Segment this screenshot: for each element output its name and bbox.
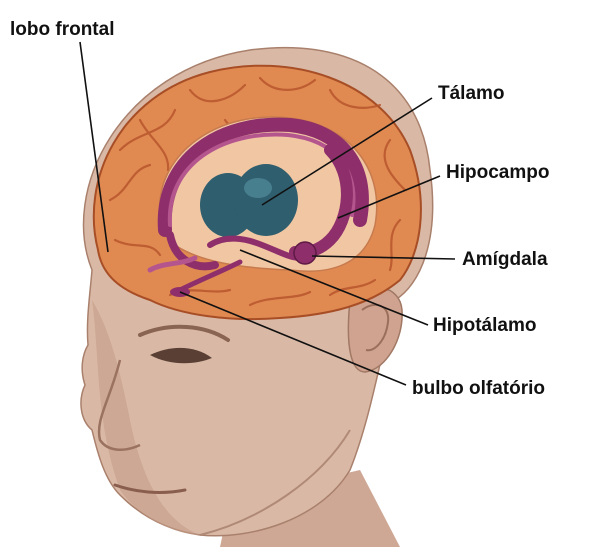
label-amygdala: Amígdala — [462, 250, 548, 269]
label-hippocampus: Hipocampo — [446, 163, 549, 182]
label-hypothalamus: Hipotálamo — [433, 316, 536, 335]
label-frontal-lobe: lobo frontal — [10, 20, 114, 39]
thalamus-shine — [244, 178, 272, 198]
label-olfactory-bulb: bulbo olfatório — [412, 379, 545, 398]
label-thalamus: Tálamo — [438, 84, 505, 103]
thalamus-right — [234, 164, 298, 236]
amygdala — [294, 242, 316, 264]
